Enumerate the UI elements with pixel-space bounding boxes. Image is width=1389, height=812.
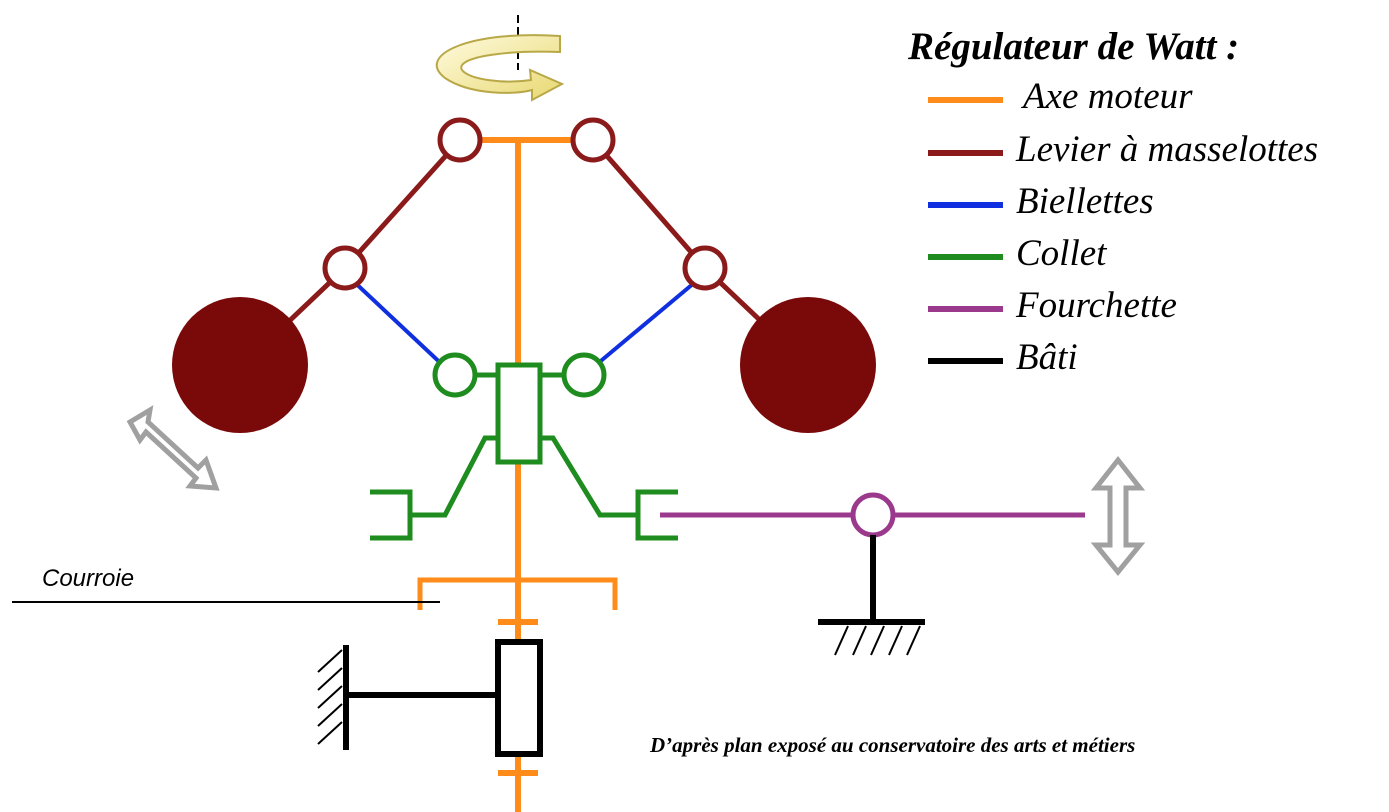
legend-swatch <box>928 97 1003 103</box>
legend-label: Collet <box>1016 233 1107 274</box>
double-arrow-vertical-icon <box>1090 455 1146 576</box>
legend-item-motor-shaft: Axe moteur <box>928 75 1388 125</box>
legend-item-fork: Fourchette <box>928 284 1388 334</box>
collar <box>370 362 678 541</box>
legend-label: Axe moteur <box>1023 76 1193 117</box>
legend-swatch <box>928 358 1003 364</box>
legend-swatch <box>928 150 1003 156</box>
legend-item-linkage: Biellettes <box>928 180 1388 230</box>
source-note: D’après plan exposé au conservatoire des… <box>650 733 1136 757</box>
legend-item-frame: Bâti <box>928 336 1388 386</box>
legend-swatch <box>928 306 1003 312</box>
legend-swatch <box>928 202 1003 208</box>
pivot-top-right <box>570 117 616 163</box>
double-arrow-diagonal-icon <box>126 405 220 491</box>
legend-item-flyweight-lever: Levier à masselottes <box>928 128 1388 178</box>
flyweight-levers <box>283 138 767 327</box>
fork-lever <box>660 492 1085 538</box>
legend-swatch <box>928 254 1003 260</box>
pivot-mid-left <box>322 245 368 291</box>
pivot-top-left <box>437 117 483 163</box>
legend-label: Biellettes <box>1016 181 1154 222</box>
frame-shaft-bearing <box>317 639 543 757</box>
collar-pivot-left <box>432 352 478 398</box>
legend-label: Bâti <box>1016 337 1078 378</box>
belt-label: Courroie <box>42 565 135 592</box>
legend-label: Levier à masselottes <box>1016 129 1319 170</box>
legend-title: Régulateur de Watt : <box>908 25 1240 68</box>
pivot-mid-right <box>682 245 728 291</box>
legend-item-collar: Collet <box>928 232 1388 282</box>
flyweight-left <box>172 297 308 433</box>
collar-pivot-right <box>561 352 607 398</box>
linkage-rods <box>348 276 702 372</box>
flyweight-right <box>740 297 876 433</box>
legend-label: Fourchette <box>1016 285 1177 326</box>
frame-fork-support <box>818 535 925 656</box>
rotation-arrow-icon <box>435 15 565 102</box>
